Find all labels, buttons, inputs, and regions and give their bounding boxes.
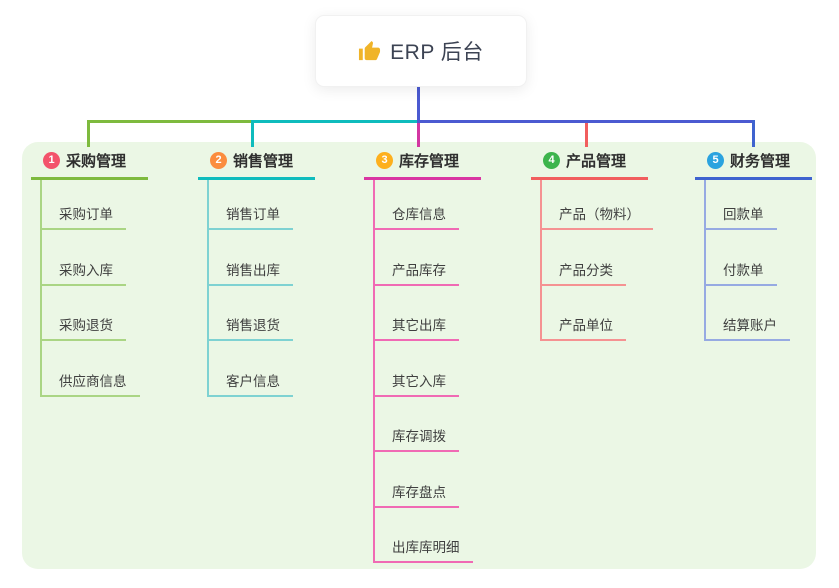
child-node[interactable]: 其它入库 xyxy=(375,341,459,397)
branch-node-inventory[interactable]: 3 库存管理 xyxy=(364,145,481,180)
child-node[interactable]: 销售退货 xyxy=(209,286,293,341)
child-node[interactable]: 库存调拨 xyxy=(375,397,459,452)
child-node[interactable]: 销售出库 xyxy=(209,230,293,286)
child-label: 供应商信息 xyxy=(59,373,127,389)
child-node[interactable]: 采购入库 xyxy=(42,230,126,286)
branch-label: 库存管理 xyxy=(399,152,460,170)
child-label: 库存调拨 xyxy=(392,429,446,444)
branch-number-badge: 2 xyxy=(210,151,227,169)
branch-label: 产品管理 xyxy=(566,152,627,170)
child-node[interactable]: 采购退货 xyxy=(42,286,126,341)
branch-number-badge: 1 xyxy=(43,151,60,169)
child-node[interactable]: 采购订单 xyxy=(42,180,126,230)
branch-label: 销售管理 xyxy=(233,152,294,170)
branch-column-product: 4 产品管理 产品（物料） 产品分类 产品单位 xyxy=(531,145,653,341)
child-label: 采购入库 xyxy=(59,262,113,278)
branch-label: 财务管理 xyxy=(730,152,791,170)
child-node[interactable]: 产品（物料） xyxy=(542,180,653,230)
child-label: 客户信息 xyxy=(226,373,280,389)
branch-label: 采购管理 xyxy=(66,152,127,170)
branch-children: 销售订单 销售出库 销售退货 客户信息 xyxy=(207,180,315,397)
branch-node-product[interactable]: 4 产品管理 xyxy=(531,145,648,180)
branch-node-sales[interactable]: 2 销售管理 xyxy=(198,145,315,180)
branch-node-purchase[interactable]: 1 采购管理 xyxy=(31,145,148,180)
child-label: 采购订单 xyxy=(59,207,113,222)
child-node[interactable]: 供应商信息 xyxy=(42,341,140,397)
child-node[interactable]: 结算账户 xyxy=(706,286,790,341)
child-node[interactable]: 销售订单 xyxy=(209,180,293,230)
thumbs-up-icon xyxy=(358,40,381,63)
child-node[interactable]: 客户信息 xyxy=(209,341,293,397)
child-label: 产品单位 xyxy=(559,318,613,333)
branch-number-badge: 3 xyxy=(376,151,393,169)
child-label: 回款单 xyxy=(723,207,764,222)
connector-drop-sales xyxy=(251,120,254,147)
child-label: 其它出库 xyxy=(392,318,446,333)
child-label: 产品分类 xyxy=(559,262,613,278)
branch-column-finance: 5 财务管理 回款单 付款单 结算账户 xyxy=(695,145,812,341)
connector-bus-green xyxy=(87,120,251,123)
branch-children: 仓库信息 产品库存 其它出库 其它入库 库存调拨 库存盘点 出库库明细 xyxy=(373,180,481,563)
branch-number-badge: 5 xyxy=(707,151,724,169)
connector-bus-teal xyxy=(251,120,417,123)
branch-children: 回款单 付款单 结算账户 xyxy=(704,180,812,341)
connector-root-drop xyxy=(417,85,420,122)
child-label: 库存盘点 xyxy=(392,484,446,500)
child-label: 付款单 xyxy=(723,262,764,278)
child-node[interactable]: 出库库明细 xyxy=(375,508,473,563)
child-label: 销售订单 xyxy=(226,207,280,222)
connector-drop-purchase xyxy=(87,120,90,147)
branches-panel xyxy=(22,142,816,569)
branch-column-sales: 2 销售管理 销售订单 销售出库 销售退货 客户信息 xyxy=(198,145,315,397)
branch-children: 采购订单 采购入库 采购退货 供应商信息 xyxy=(40,180,148,397)
connector-drop-inventory xyxy=(417,123,420,147)
child-node[interactable]: 其它出库 xyxy=(375,286,459,341)
child-node[interactable]: 付款单 xyxy=(706,230,777,286)
child-node[interactable]: 产品单位 xyxy=(542,286,626,341)
child-label: 采购退货 xyxy=(59,318,113,333)
child-label: 其它入库 xyxy=(392,373,446,389)
branch-node-finance[interactable]: 5 财务管理 xyxy=(695,145,812,180)
child-label: 产品库存 xyxy=(392,262,446,278)
root-title: ERP 后台 xyxy=(390,41,484,64)
child-label: 产品（物料） xyxy=(559,207,640,222)
child-node[interactable]: 产品分类 xyxy=(542,230,626,286)
child-label: 销售出库 xyxy=(226,262,280,278)
child-label: 结算账户 xyxy=(723,318,777,333)
child-node[interactable]: 库存盘点 xyxy=(375,452,459,508)
child-node[interactable]: 仓库信息 xyxy=(375,180,459,230)
child-node[interactable]: 产品库存 xyxy=(375,230,459,286)
connector-drop-product xyxy=(585,123,588,147)
branch-children: 产品（物料） 产品分类 产品单位 xyxy=(540,180,653,341)
connector-bus-blue xyxy=(417,120,755,123)
branch-column-inventory: 3 库存管理 仓库信息 产品库存 其它出库 其它入库 库存调拨 库存盘点 出库库… xyxy=(364,145,481,563)
branch-number-badge: 4 xyxy=(543,151,560,169)
root-node[interactable]: ERP 后台 xyxy=(315,15,527,87)
child-label: 出库库明细 xyxy=(392,540,460,555)
connector-drop-finance xyxy=(752,120,755,147)
branch-column-purchase: 1 采购管理 采购订单 采购入库 采购退货 供应商信息 xyxy=(31,145,148,397)
child-label: 仓库信息 xyxy=(392,207,446,222)
child-label: 销售退货 xyxy=(226,318,280,333)
child-node[interactable]: 回款单 xyxy=(706,180,777,230)
